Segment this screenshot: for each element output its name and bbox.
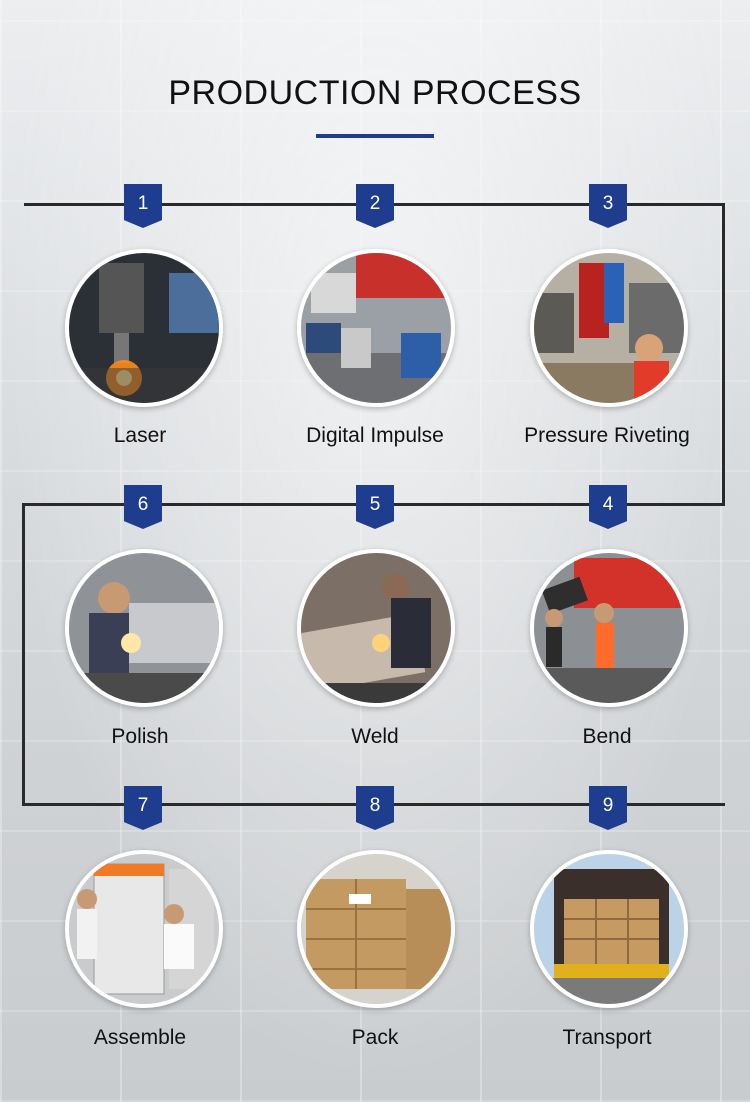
step-label: Transport <box>562 1026 652 1049</box>
step-label: Digital Impulse <box>306 424 444 447</box>
step-number-badge: 5 <box>356 485 394 529</box>
title-underline <box>316 134 434 138</box>
bend-photo <box>530 549 688 707</box>
weld-photo <box>297 549 455 707</box>
connector-right <box>722 203 725 505</box>
page-title: PRODUCTION PROCESS <box>168 74 582 112</box>
step-label: Assemble <box>93 1026 187 1049</box>
assemble-photo <box>65 850 223 1008</box>
step-label: Pack <box>351 1026 399 1049</box>
step-label: Polish <box>111 725 169 748</box>
laser-photo <box>65 249 223 407</box>
step-number-badge: 9 <box>589 786 627 830</box>
transport-photo <box>530 850 688 1008</box>
pack-photo <box>297 850 455 1008</box>
step-number-badge: 2 <box>356 184 394 228</box>
polish-photo <box>65 549 223 707</box>
connector-left <box>22 503 25 805</box>
step-label: Pressure Riveting <box>524 424 690 447</box>
step-label: Bend <box>582 725 632 748</box>
step-label: Laser <box>113 424 167 447</box>
step-label: Weld <box>351 725 399 748</box>
step-number-badge: 4 <box>589 485 627 529</box>
step-number-badge: 1 <box>124 184 162 228</box>
digital-impulse-photo <box>297 249 455 407</box>
step-number-badge: 3 <box>589 184 627 228</box>
step-number-badge: 6 <box>124 485 162 529</box>
pressure-riveting-photo <box>530 249 688 407</box>
step-number-badge: 8 <box>356 786 394 830</box>
step-number-badge: 7 <box>124 786 162 830</box>
